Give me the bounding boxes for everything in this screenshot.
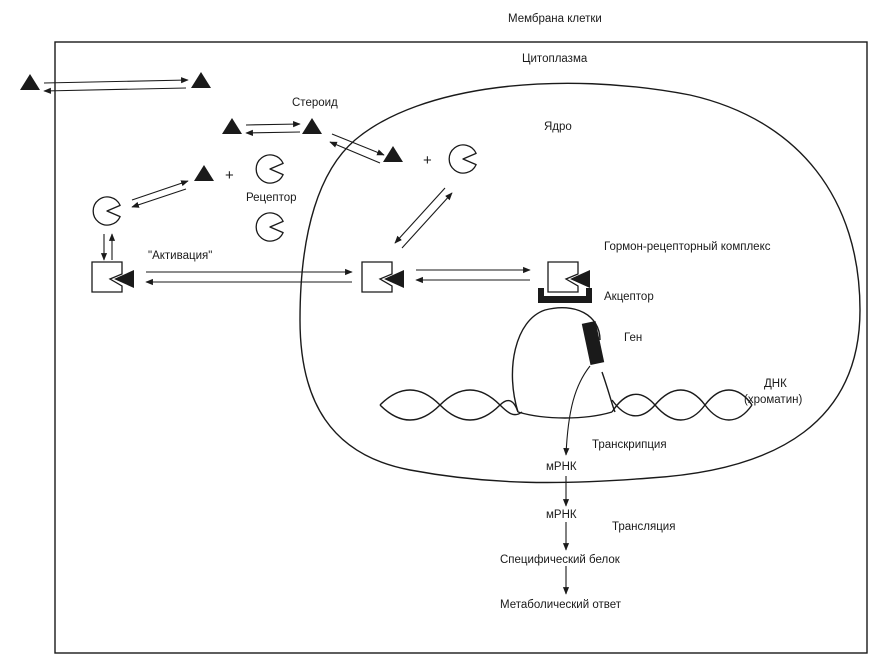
- dna-loop-right: [601, 371, 616, 413]
- label-mrna-nucleus: мРНК: [546, 461, 577, 473]
- dna-strand-left-2: [379, 389, 523, 421]
- label-activation: "Активация": [148, 250, 212, 262]
- label-nucleus: Ядро: [544, 121, 572, 133]
- steroid-triangle-nucleus: [383, 146, 403, 162]
- arrow-receptor-release: [131, 180, 189, 201]
- arrow-steroid-back: [245, 129, 301, 136]
- label-hormone-receptor-complex: Гормон-рецепторный комплекс: [604, 241, 771, 253]
- dna-loop-left: [511, 306, 601, 413]
- receptor-icon-cytoplasm: [92, 196, 121, 226]
- label-cytoplasm: Цитоплазма: [522, 53, 588, 65]
- steroid-triangle-free: [194, 165, 214, 181]
- acceptor-shape: [538, 288, 592, 303]
- label-receptor: Рецептор: [246, 192, 297, 204]
- complex-icon-nucleus: [361, 261, 404, 293]
- label-chromatin: (хроматин): [744, 394, 802, 406]
- label-specific-protein: Специфический белок: [500, 554, 621, 566]
- dna-strand-left-1: [379, 389, 519, 421]
- label-transcription: Транскрипция: [592, 439, 667, 451]
- steroid-triangle-outside: [20, 74, 40, 90]
- gene-segment: [581, 321, 605, 365]
- label-dna: ДНК: [764, 378, 787, 390]
- dna-strand-right-1: [611, 389, 753, 421]
- complex-icon-acceptor: [547, 261, 590, 293]
- label-translation: Трансляция: [612, 521, 675, 533]
- complex-icon-cytoplasm: [91, 261, 134, 293]
- receptor-icon-nucleus: [448, 144, 477, 174]
- label-membrane: Мембрана клетки: [508, 13, 602, 25]
- label-acceptor: Акцептор: [604, 291, 654, 303]
- arrow-steroid-forward: [245, 121, 301, 128]
- receptor-icon-free-2: [255, 212, 284, 242]
- dna-loop-base: [517, 411, 613, 419]
- label-steroid: Стероид: [292, 97, 338, 109]
- plus-sign-cytoplasm: +: [225, 167, 234, 184]
- nucleus-envelope: [299, 82, 861, 484]
- arrow-into-cell: [43, 77, 189, 84]
- cell-membrane: [54, 41, 868, 654]
- label-metabolic-response: Метаболический ответ: [500, 599, 622, 611]
- receptor-icon-free-1: [255, 154, 284, 184]
- steroid-triangle-inside: [191, 72, 211, 88]
- arrow-receptor-bind: [131, 188, 187, 208]
- steroid-triangle-cytoplasm-2: [302, 118, 322, 134]
- arrow-transcription: [563, 365, 591, 456]
- arrow-out-of-cell: [43, 87, 187, 94]
- arrow-complex-dissociate: [401, 192, 453, 249]
- arrow-complex-associate: [394, 187, 446, 244]
- arrow-steroid-from-nucleus: [329, 141, 381, 164]
- steroid-triangle-cytoplasm: [222, 118, 242, 134]
- label-gene: Ген: [624, 332, 642, 344]
- label-mrna-cytoplasm: мРНК: [546, 509, 577, 521]
- arrow-steroid-to-nucleus: [331, 133, 385, 156]
- dna-strand-right-2: [611, 389, 753, 421]
- plus-sign-nucleus: +: [423, 152, 432, 169]
